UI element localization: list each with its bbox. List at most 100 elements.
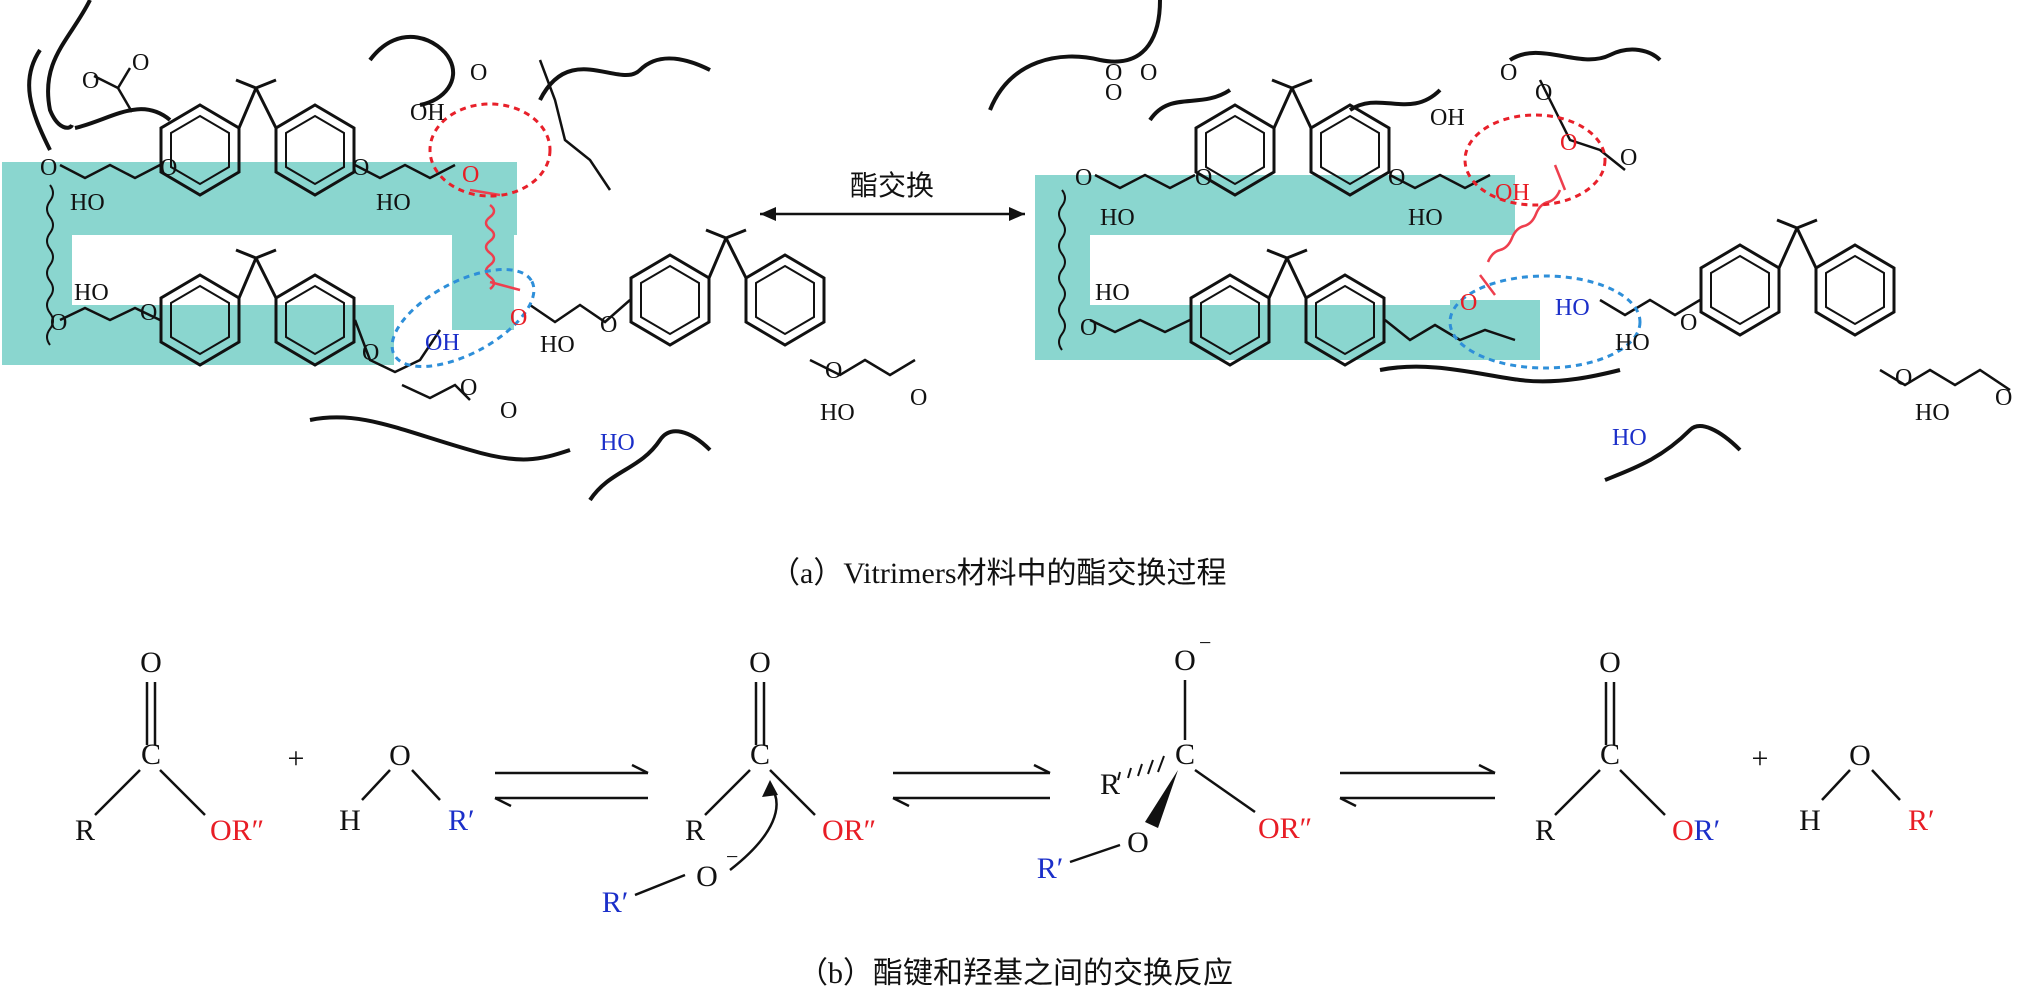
- atom-labels-left: O O OH HO HO O O O O HO O O O OH O O HO …: [40, 50, 927, 456]
- carbonyl-carbon: C: [750, 738, 770, 771]
- panel-b-mechanism: O C R OR″ + O H R′ O C: [75, 630, 1935, 919]
- r-group: R: [1100, 768, 1120, 801]
- exchange-arrow: 酯交换: [760, 169, 1025, 221]
- blue-dashed-circle: [1448, 274, 1642, 370]
- atom-label: HO: [1615, 330, 1650, 356]
- equilibrium-arrow: [494, 763, 649, 808]
- atom-label: O: [500, 398, 517, 424]
- atom-label: HO: [376, 190, 411, 216]
- alkoxy-group: OR″: [822, 814, 876, 847]
- atom-label: O: [1195, 165, 1212, 191]
- atom-label: O: [1535, 80, 1552, 106]
- panel-a-right-network: O O O OH HO O O O HO O O O O HO HO O O H…: [988, 0, 2012, 482]
- r-prime-group: R′: [602, 886, 629, 919]
- hydroxyl-hydrogen: H: [339, 804, 361, 837]
- ether-oxygen: O: [1127, 826, 1149, 859]
- atom-label: O: [600, 312, 617, 338]
- atom-label: HO: [1555, 295, 1590, 321]
- r-prime-group: R′: [1037, 852, 1064, 885]
- free-hydroxyl-label: HO: [600, 430, 635, 456]
- blue-dashed-circle: [390, 268, 536, 368]
- wavy-crosslink: [1058, 189, 1066, 351]
- caption-panel-b: （b）酯键和羟基之间的交换反应: [798, 957, 1233, 990]
- exchanged-hydroxyl-label: OH: [1495, 180, 1530, 206]
- atom-label: HO: [820, 400, 855, 426]
- plus-sign: +: [1752, 742, 1769, 775]
- atom-label: O: [1680, 310, 1697, 336]
- r-group: R: [685, 814, 705, 847]
- atom-label: HO: [540, 332, 575, 358]
- atom-label: O: [40, 155, 57, 181]
- atom-label: O: [132, 50, 149, 76]
- atom-label: O: [1620, 145, 1637, 171]
- equilibrium-arrow: [1339, 763, 1496, 808]
- atom-label: O: [1500, 60, 1517, 86]
- bisphenol-unit: [1194, 78, 1391, 197]
- ester-group-top-left: [93, 67, 134, 113]
- r-group: R: [1535, 814, 1555, 847]
- negative-charge: −: [726, 844, 738, 869]
- atom-label: O: [470, 60, 487, 86]
- atom-label: HO: [70, 190, 105, 216]
- atom-label: O: [910, 385, 927, 411]
- hydroxyl-hydrogen: H: [1799, 804, 1821, 837]
- red-dashed-circle: [428, 102, 552, 198]
- atom-label: O: [1140, 60, 1157, 86]
- wavy-crosslink: [46, 184, 54, 346]
- atom-label: O: [1075, 165, 1092, 191]
- panel-a-left-network: O O OH HO HO O O O O HO O O O OH O O HO …: [2, 0, 927, 502]
- negative-charge: −: [1199, 630, 1211, 655]
- r-prime-group: R′: [1908, 804, 1935, 837]
- free-hydroxyl-label: HO: [1612, 425, 1647, 451]
- atom-label: HO: [1100, 205, 1135, 231]
- crosslink-band: [1035, 175, 1540, 360]
- atom-labels-right: O O O OH HO O O O HO O O O O HO HO O O H…: [1075, 60, 2012, 451]
- polymer-chains: [27, 0, 712, 502]
- tetrahedral-carbon: C: [1175, 738, 1195, 771]
- hydroxyl-oxygen: O: [389, 739, 411, 772]
- carbonyl-oxygen: O: [140, 646, 162, 679]
- tetrahedral-intermediate: O − C R OR″ O R′: [1037, 630, 1312, 885]
- atom-label: HO: [74, 280, 109, 306]
- atom-label-red: O: [510, 305, 527, 331]
- atom-label: O: [160, 155, 177, 181]
- exchange-bond: [1479, 164, 1567, 296]
- atom-label: O: [140, 300, 157, 326]
- bisphenol-unit: [629, 228, 826, 347]
- linker-bonds: [1089, 79, 2011, 392]
- alcohol-product: O H R′: [1799, 739, 1934, 837]
- atom-label: OH: [1430, 105, 1465, 131]
- polymer-chains: [988, 0, 1742, 482]
- r-group: R: [75, 814, 95, 847]
- atom-label: OH: [410, 100, 445, 126]
- alcohol-reactant: O H R′: [339, 739, 474, 837]
- atom-label: O: [362, 340, 379, 366]
- caption-panel-a: （a）Vitrimers材料中的酯交换过程: [770, 557, 1227, 590]
- oxyanion-oxygen: O: [1174, 644, 1196, 677]
- bisphenol-unit: [1699, 218, 1896, 337]
- alkoxide-oxygen: O: [696, 860, 718, 893]
- bisphenol-unit: [1189, 248, 1386, 367]
- atom-label: O: [1105, 80, 1122, 106]
- atom-label: O: [460, 375, 477, 401]
- atom-label: O: [1895, 365, 1912, 391]
- ester-with-alkoxide: O C R OR″ R′ O −: [602, 646, 876, 919]
- crosslink-band: [2, 162, 517, 365]
- carbonyl-oxygen: O: [1599, 646, 1621, 679]
- atom-label: O: [1995, 385, 2012, 411]
- bisphenol-unit: [159, 78, 356, 197]
- carbonyl-oxygen: O: [749, 646, 771, 679]
- atom-label: HO: [1095, 280, 1130, 306]
- atom-label-red: O: [1460, 290, 1477, 316]
- r-prime-group: R′: [448, 804, 475, 837]
- atom-label: OH: [425, 330, 460, 356]
- hydroxyl-oxygen: O: [1849, 739, 1871, 772]
- atom-label: O: [1105, 60, 1122, 86]
- atom-label: O: [1388, 165, 1405, 191]
- atom-label: O: [50, 310, 67, 336]
- plus-sign: +: [288, 742, 305, 775]
- ester-reactant: O C R OR″: [75, 646, 264, 847]
- atom-label: O: [352, 155, 369, 181]
- atom-label: O: [825, 358, 842, 384]
